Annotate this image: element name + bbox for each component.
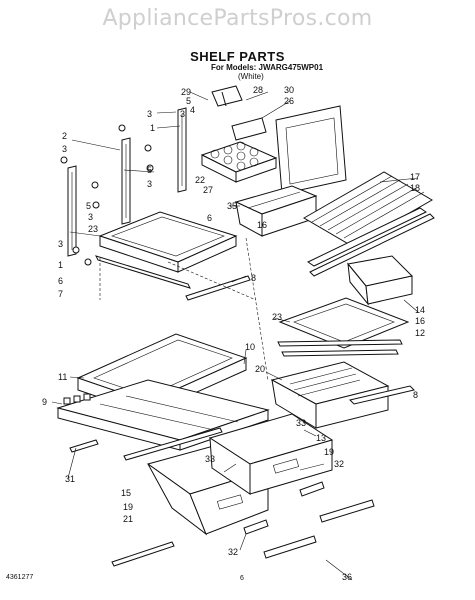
callout-21: 21 — [123, 514, 133, 524]
callout-28: 28 — [253, 85, 263, 95]
callout-23: 23 — [272, 312, 282, 322]
callout-16: 16 — [415, 316, 425, 326]
callout-35: 35 — [227, 201, 237, 211]
callout-5: 5 — [186, 96, 191, 106]
callout-23: 23 — [88, 224, 98, 234]
callout-3: 3 — [147, 179, 152, 189]
callout-labels: 29 5 4 28 30 26 3 3 1 2 3 5 3 22 27 17 1… — [42, 85, 425, 582]
callout-9: 9 — [42, 397, 47, 407]
callout-19: 19 — [123, 502, 133, 512]
callout-19: 19 — [324, 447, 334, 457]
callout-10: 10 — [245, 342, 255, 352]
right-crisper-drawer — [270, 361, 415, 429]
callout-16: 16 — [257, 220, 267, 230]
lower-right-crisper-drawer — [208, 413, 334, 495]
small-bin — [347, 255, 414, 306]
callout-17: 17 — [410, 172, 420, 182]
callout-20: 20 — [255, 364, 265, 374]
rear-panel — [275, 105, 347, 195]
callout-30: 30 — [284, 85, 294, 95]
callout-1: 1 — [150, 123, 155, 133]
callout-2: 2 — [62, 131, 67, 141]
shelf-support-rails — [60, 107, 187, 266]
upper-glass-shelf — [95, 211, 251, 301]
diagram-title: SHELF PARTS — [190, 49, 285, 64]
callout-7: 7 — [58, 289, 63, 299]
egg-tray-assembly — [200, 85, 278, 183]
callout-33: 33 — [296, 418, 306, 428]
callout-18: 18 — [410, 183, 420, 193]
callout-3: 3 — [147, 109, 152, 119]
models-line: For Models: JWARG475WP01 — [211, 63, 324, 72]
callout-4: 4 — [190, 105, 195, 115]
watermark: AppliancePartsPros.com — [102, 6, 373, 31]
callout-5: 5 — [86, 201, 91, 211]
callout-13: 13 — [316, 433, 326, 443]
callout-3: 3 — [180, 109, 185, 119]
callout-6: 6 — [58, 276, 63, 286]
callout-5: 5 — [147, 165, 152, 175]
bottom-rails-and-badges — [111, 481, 375, 567]
callout-3: 3 — [88, 212, 93, 222]
callout-6: 6 — [207, 213, 212, 223]
callout-32: 32 — [228, 547, 238, 557]
callout-22: 22 — [195, 175, 205, 185]
callout-31: 31 — [65, 474, 75, 484]
upper-bin — [234, 185, 318, 237]
callout-14: 14 — [415, 305, 425, 315]
callout-8: 8 — [413, 390, 418, 400]
callout-32: 32 — [334, 459, 344, 469]
callout-26: 26 — [284, 96, 294, 106]
lower-shelf-frame — [56, 379, 270, 461]
color-line: (White) — [238, 72, 264, 81]
leader-lines — [51, 91, 419, 581]
callout-3: 3 — [58, 239, 63, 249]
callout-27: 27 — [203, 185, 213, 195]
callout-12: 12 — [415, 328, 425, 338]
callout-36: 36 — [342, 572, 352, 582]
alignment-lines — [99, 237, 269, 381]
lower-right-glass-shelf — [277, 297, 410, 357]
callout-11: 11 — [58, 372, 67, 382]
upper-wire-shelf — [303, 171, 435, 277]
callout-33: 33 — [205, 454, 215, 464]
callout-29: 29 — [181, 87, 191, 97]
callout-1: 1 — [58, 260, 63, 270]
callout-15: 15 — [121, 488, 131, 498]
page-number: 6 — [240, 575, 244, 582]
callout-8: 8 — [251, 273, 256, 283]
document-number: 4361277 — [6, 574, 34, 581]
callout-3: 3 — [62, 144, 67, 154]
